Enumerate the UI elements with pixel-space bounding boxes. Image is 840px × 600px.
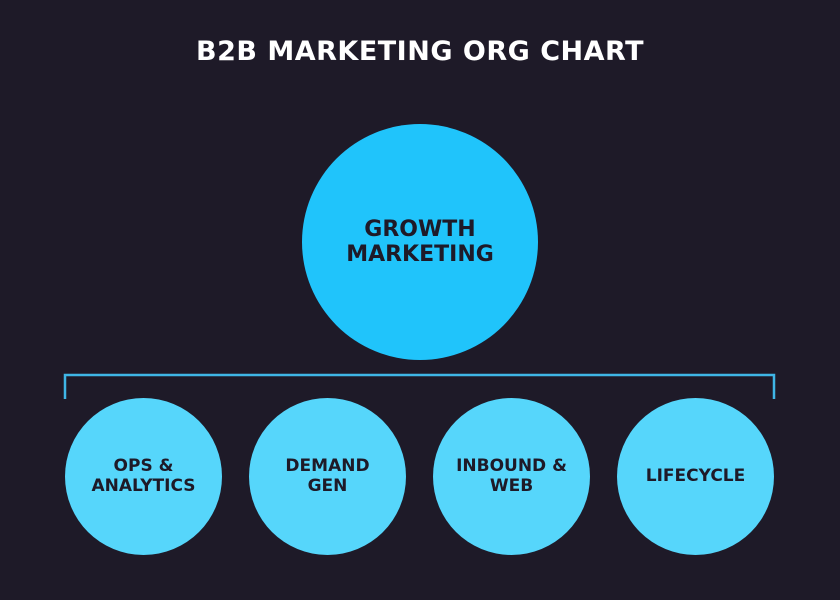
node-label: OPS & ANALYTICS <box>91 455 196 496</box>
node-label: LIFECYCLE <box>645 465 746 486</box>
node-label: GROWTH MARKETING <box>346 216 494 267</box>
node-lifecycle: LIFECYCLE <box>617 398 774 555</box>
node-demand-gen: DEMAND GEN <box>249 398 406 555</box>
node-inbound-web: INBOUND & WEB <box>433 398 590 555</box>
node-label: INBOUND & WEB <box>456 455 567 496</box>
bracket-line <box>63 373 776 399</box>
node-ops-analytics: OPS & ANALYTICS <box>65 398 222 555</box>
node-label: DEMAND GEN <box>285 455 370 496</box>
chart-title: B2B MARKETING ORG CHART <box>196 36 644 67</box>
node-growth-marketing: GROWTH MARKETING <box>302 124 538 360</box>
